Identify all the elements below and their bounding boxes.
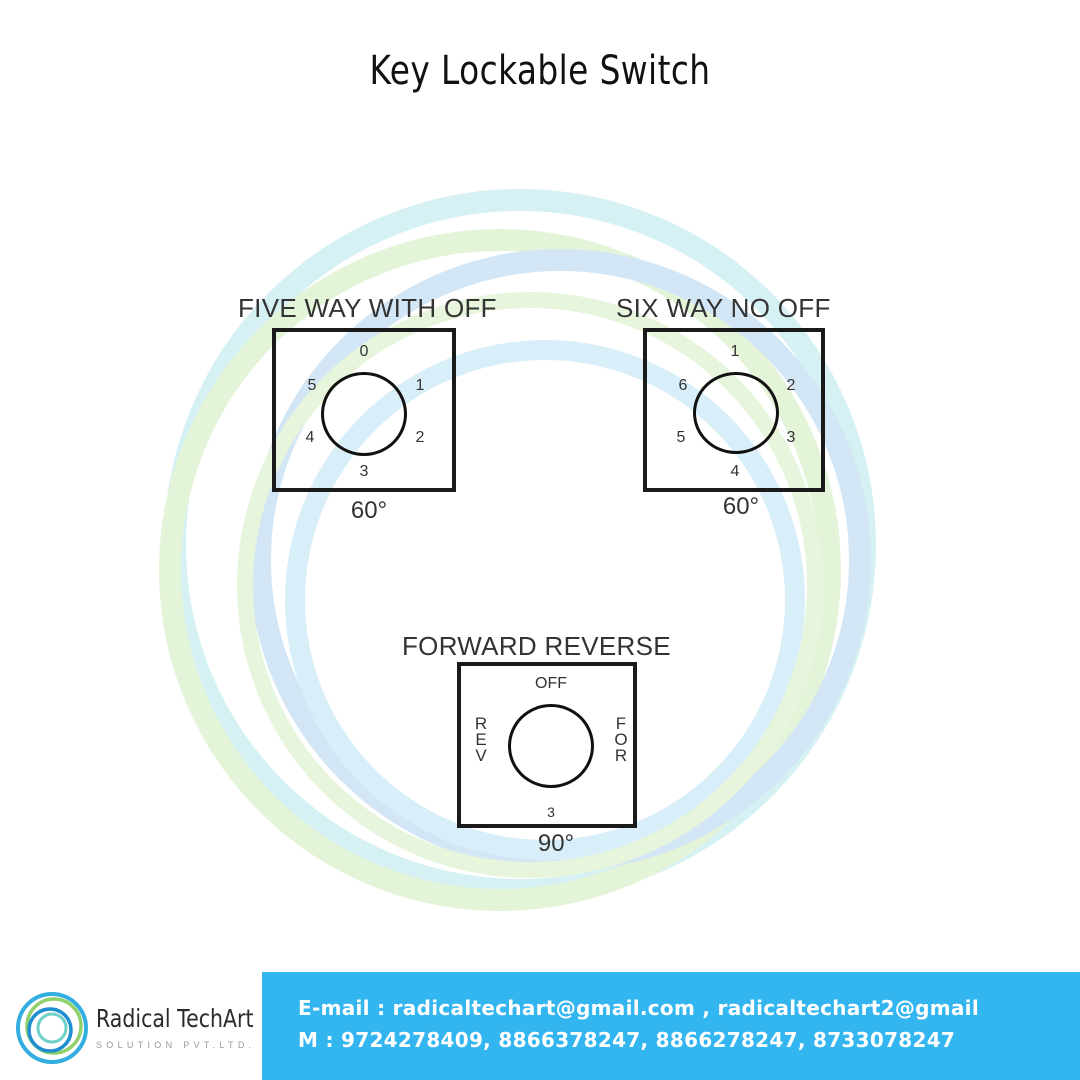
- contact-footer-bar: E-mail : radicaltechart@gmail.com , radi…: [262, 972, 1080, 1080]
- rotation-angle-five-way: 60°: [350, 497, 388, 524]
- position-label-off: OFF: [535, 675, 567, 692]
- position-label-3: 3: [786, 429, 796, 446]
- position-label-3: 3: [359, 463, 369, 480]
- switch-dial-circle: [508, 704, 594, 788]
- position-label-4: 4: [730, 463, 740, 480]
- switch-dial-circle: [693, 372, 779, 454]
- switch-title-five-way: FIVE WAY WITH OFF: [238, 293, 497, 323]
- company-logo-icon: [16, 992, 88, 1064]
- position-label-6: 6: [678, 377, 688, 394]
- position-label-1: 1: [730, 343, 740, 360]
- rotation-angle-six-way: 60°: [722, 493, 760, 520]
- position-label-rev: REV: [474, 714, 488, 765]
- company-name: Radical TechArt: [96, 1004, 254, 1033]
- position-label-5: 5: [307, 377, 317, 394]
- position-label-5: 5: [676, 429, 686, 446]
- contact-email: E-mail : radicaltechart@gmail.com , radi…: [298, 996, 979, 1020]
- position-label-2: 2: [415, 429, 425, 446]
- rotation-angle-forward-reverse: 90°: [537, 830, 575, 857]
- position-label-4: 4: [305, 429, 315, 446]
- switch-diagram-six-way: 1 2 3 4 5 6: [643, 328, 825, 492]
- position-label-3: 3: [547, 804, 555, 820]
- position-label-0: 0: [359, 343, 369, 360]
- switch-title-forward-reverse: FORWARD REVERSE: [402, 631, 671, 661]
- switch-diagram-five-way: 0 1 2 3 4 5: [272, 328, 456, 492]
- position-label-for: FOR: [614, 714, 628, 765]
- company-subtitle: SOLUTION PVT.LTD.: [96, 1040, 256, 1050]
- position-label-1: 1: [415, 377, 425, 394]
- position-label-2: 2: [786, 377, 796, 394]
- switch-diagram-forward-reverse: OFF REV FOR 3: [457, 662, 637, 828]
- switch-title-six-way: SIX WAY NO OFF: [616, 293, 831, 323]
- switch-dial-circle: [321, 372, 407, 456]
- page-title: Key Lockable Switch: [369, 48, 711, 94]
- contact-mobile: M : 9724278409, 8866378247, 8866278247, …: [298, 1028, 956, 1052]
